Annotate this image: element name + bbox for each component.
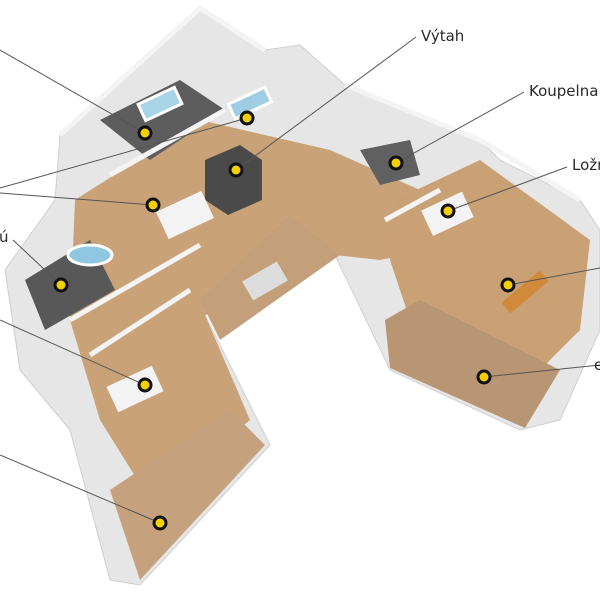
bathtub — [66, 243, 114, 267]
room-marker[interactable] — [137, 377, 153, 393]
label-left-partial: ú — [0, 228, 9, 246]
terrace-bottom — [110, 410, 265, 580]
leader-line — [0, 454, 161, 524]
leader-line — [235, 36, 417, 171]
terrace-right — [385, 300, 560, 428]
room-marker[interactable] — [500, 277, 516, 293]
elevator-shaft — [205, 145, 262, 215]
bathtub — [226, 85, 274, 121]
leader-line — [483, 364, 600, 378]
leader-line — [0, 49, 146, 134]
leader-lines — [0, 36, 600, 524]
label-elevator: Výtah — [421, 27, 465, 45]
bed — [106, 365, 164, 413]
room-marker[interactable] — [476, 369, 492, 385]
room-marker[interactable] — [388, 155, 404, 171]
leader-line — [0, 319, 146, 386]
leader-line — [0, 192, 154, 206]
leader-line — [395, 91, 525, 164]
room-marker[interactable] — [152, 515, 168, 531]
leader-line — [447, 166, 568, 212]
bathtub — [136, 85, 184, 123]
leader-line — [12, 239, 62, 286]
room-marker[interactable] — [239, 110, 255, 126]
markers — [53, 110, 516, 531]
sofa — [242, 261, 288, 301]
room-marker[interactable] — [145, 197, 161, 213]
leader-line — [507, 267, 600, 286]
bathroom-tile-top — [100, 80, 225, 160]
label-bedroom: Ložn — [572, 156, 600, 174]
interior-walls — [58, 4, 582, 358]
leader-line — [0, 117, 248, 189]
sofa — [501, 270, 549, 314]
label-bathroom: Koupelna — [529, 82, 599, 100]
room-marker[interactable] — [228, 162, 244, 178]
room-marker[interactable] — [53, 277, 69, 293]
room-marker[interactable] — [137, 125, 153, 141]
label-right-partial: e — [594, 356, 600, 374]
bed — [156, 190, 214, 240]
room-marker[interactable] — [440, 203, 456, 219]
